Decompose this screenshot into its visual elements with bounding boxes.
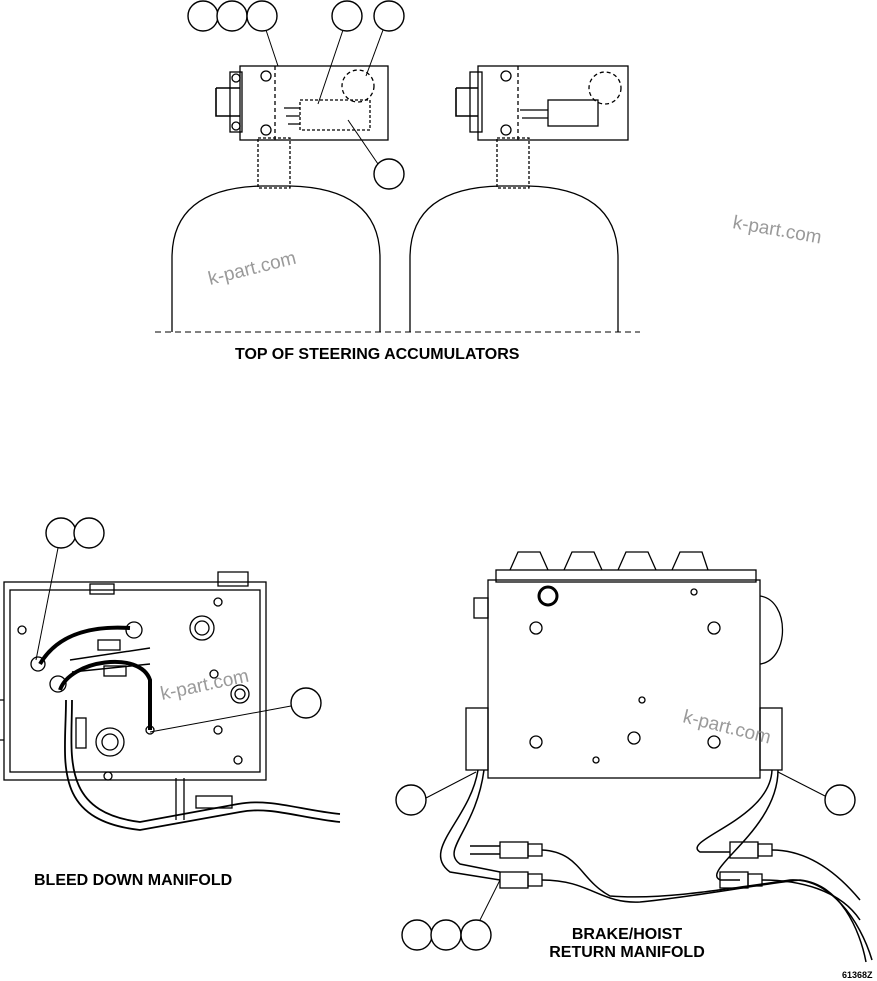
- accumulator-right-neck: [496, 137, 530, 189]
- callout-4: [331, 0, 363, 32]
- bleed-down-manifold: [0, 571, 341, 831]
- valve-port-right: [588, 71, 622, 105]
- accumulator-right: [409, 185, 619, 332]
- callout-5: [373, 0, 405, 32]
- accumulator-left-neck: [257, 137, 291, 189]
- callout-10: [395, 784, 427, 816]
- callout-9: [290, 687, 322, 719]
- steering-accumulators: [155, 65, 640, 333]
- bleed-manifold-body: [3, 581, 267, 781]
- callouts-brake: [395, 784, 856, 951]
- callout-7: [45, 517, 77, 549]
- callout-14: [460, 919, 492, 951]
- leader-lines-top: [265, 29, 384, 165]
- watermark-3: k-part.com: [159, 666, 251, 705]
- callout-8: [73, 517, 105, 549]
- callouts-bleed: [45, 517, 322, 719]
- leader-lines-brake: [425, 771, 826, 921]
- callout-11: [824, 784, 856, 816]
- valve-port-left: [341, 69, 375, 103]
- caption-bleed: BLEED DOWN MANIFOLD: [34, 872, 232, 889]
- callouts-top: [187, 0, 405, 190]
- callout-13: [430, 919, 462, 951]
- leader-lines-bleed: [35, 547, 292, 733]
- watermark-1: k-part.com: [206, 248, 298, 290]
- brake-manifold-body: [487, 579, 761, 779]
- accumulator-left: [171, 185, 381, 332]
- caption-brake-line1: BRAKE/HOIST: [572, 926, 682, 943]
- callout-2: [216, 0, 248, 32]
- figure-code: 61368Z: [842, 970, 873, 980]
- brake-hoist-return-manifold: [439, 551, 873, 963]
- callout-1: [187, 0, 219, 32]
- callout-6: [373, 158, 405, 190]
- callout-3: [246, 0, 278, 32]
- caption-steering: TOP OF STEERING ACCUMULATORS: [235, 346, 520, 363]
- callout-12: [401, 919, 433, 951]
- valve-block-left: [239, 65, 389, 141]
- watermark-4: k-part.com: [681, 706, 773, 748]
- caption-brake-line2: RETURN MANIFOLD: [549, 944, 705, 961]
- valve-block-right: [477, 65, 629, 141]
- watermark-2: k-part.com: [731, 212, 823, 248]
